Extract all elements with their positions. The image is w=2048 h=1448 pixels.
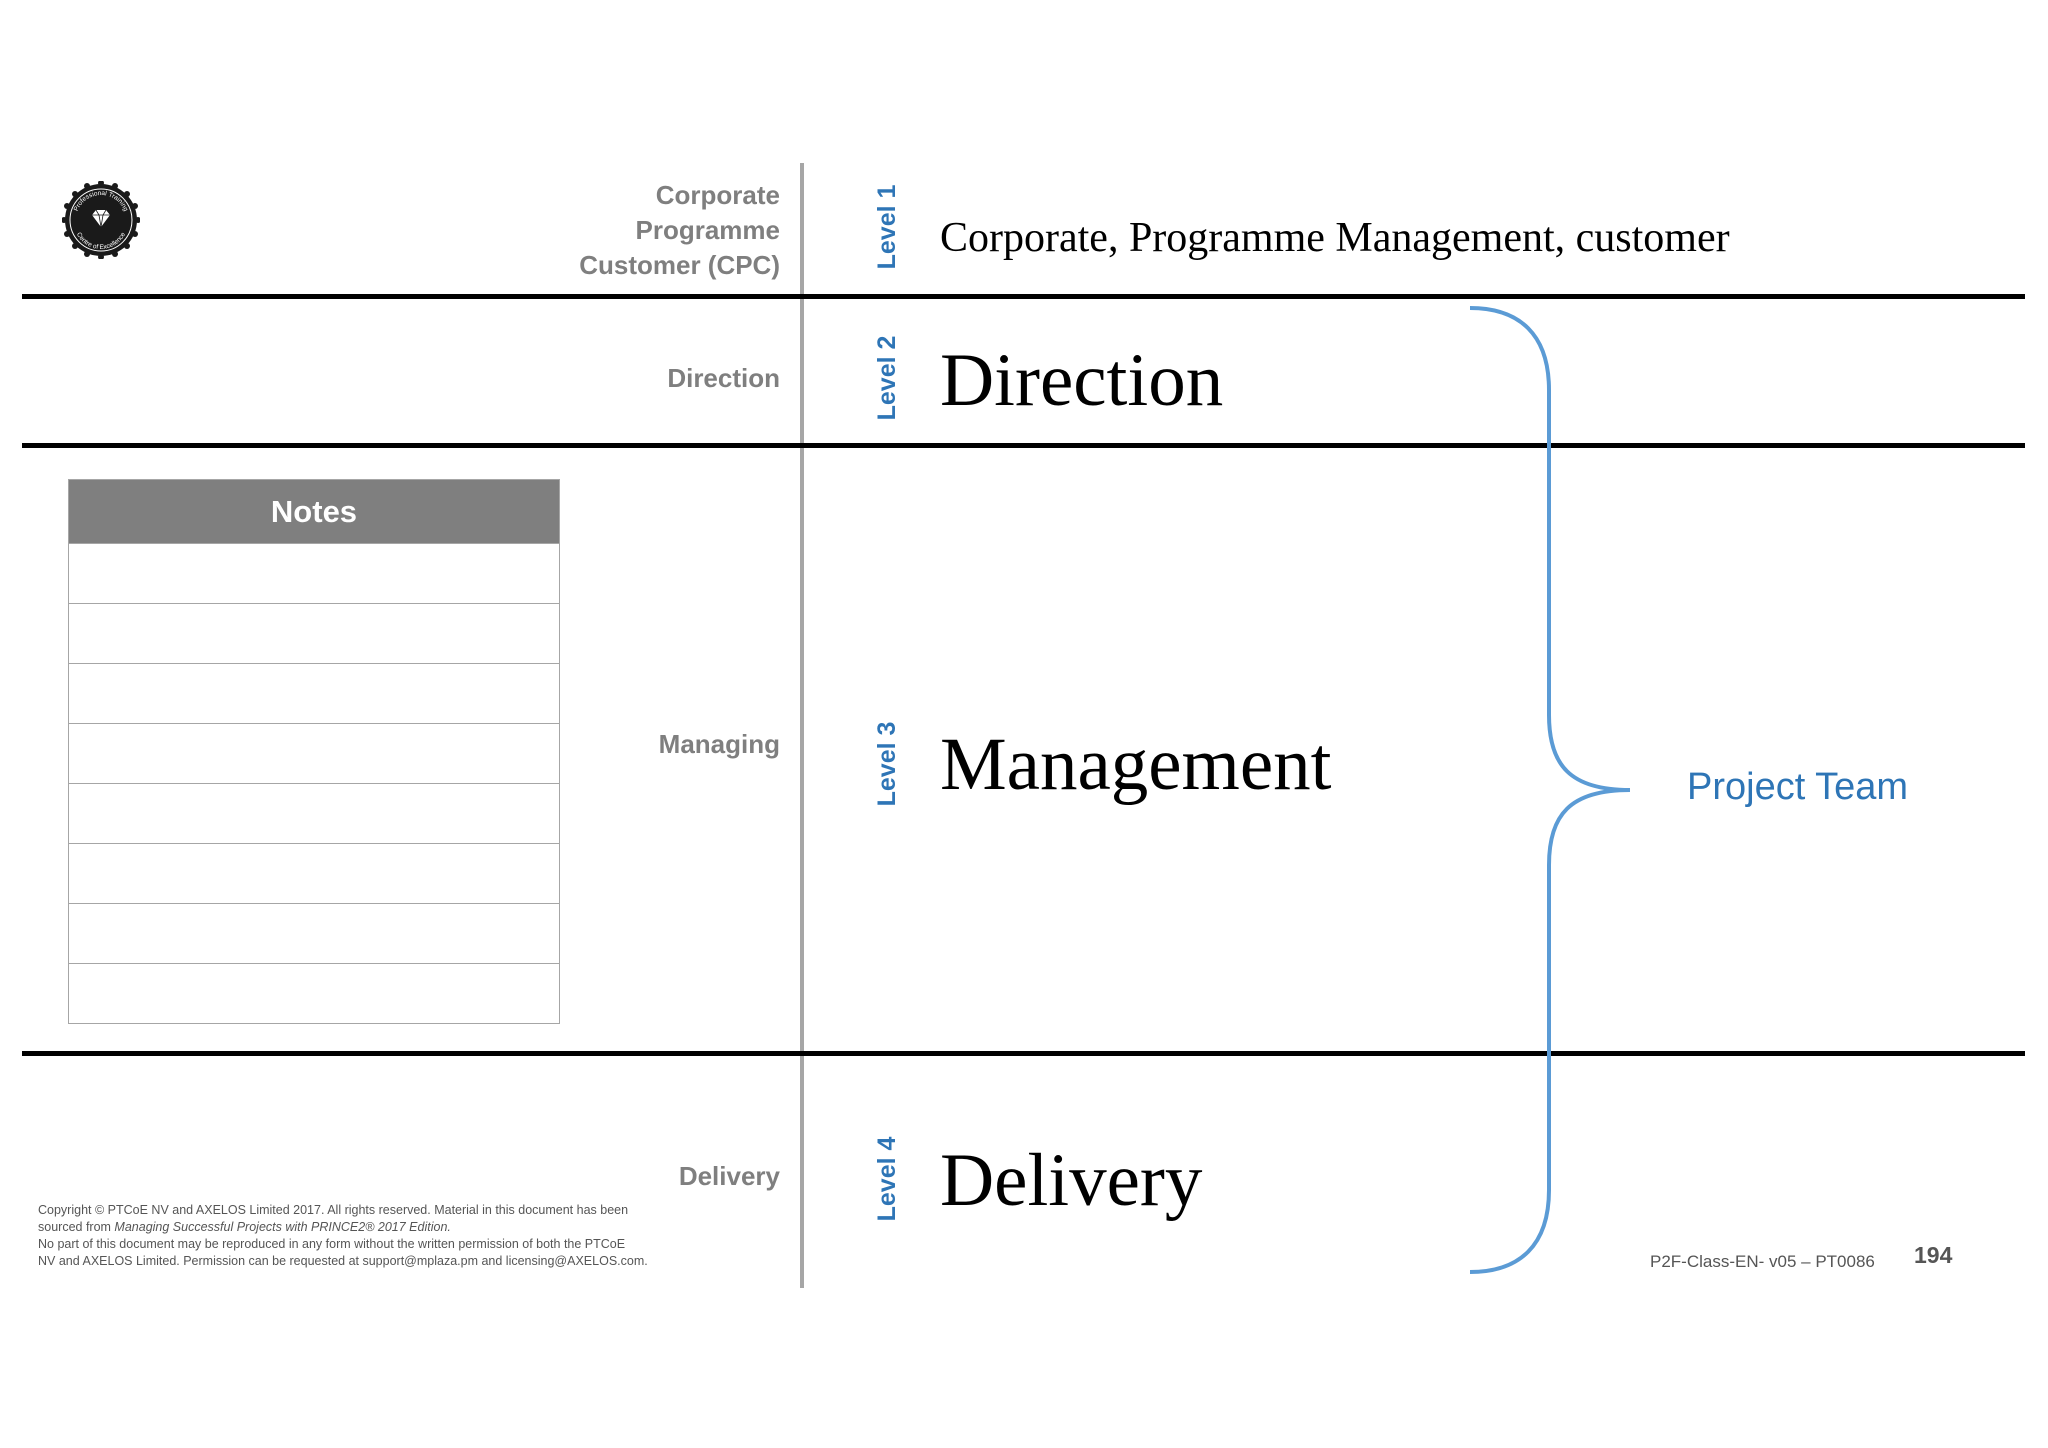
divider-level-1	[22, 294, 2025, 299]
delivery-label: Delivery	[678, 1161, 780, 1191]
project-team-label: Project Team	[1687, 766, 1909, 808]
notes-line[interactable]	[69, 663, 559, 723]
cpc-label-line-3: Customer (CPC)	[579, 250, 780, 280]
level-1-label: Level 1	[873, 184, 901, 270]
notes-line[interactable]	[69, 543, 559, 603]
divider-level-3	[22, 1051, 2025, 1056]
badge-icon: Professional Training Centre of Excellen…	[61, 180, 141, 260]
page-number: 194	[1914, 1242, 1953, 1268]
copyright-line-4: NV and AXELOS Limited. Permission can be…	[38, 1254, 648, 1268]
level-3-label: Level 3	[873, 721, 901, 807]
cpc-label-line-2: Programme	[635, 215, 781, 245]
level-2-text: Direction	[940, 339, 1224, 422]
level-1-text: Corporate, Programme Management, custome…	[940, 215, 1730, 261]
copyright-line-2: sourced from Managing Successful Project…	[38, 1219, 738, 1236]
notes-line[interactable]	[69, 843, 559, 903]
cpc-label: Corporate Programme Customer (CPC)	[579, 178, 780, 283]
notes-line[interactable]	[69, 903, 559, 963]
managing-label: Managing	[658, 729, 780, 759]
project-team-brace	[1469, 306, 1631, 1274]
direction-label: Direction	[667, 363, 780, 393]
copyright-source-title: Managing Successful Projects with PRINCE…	[114, 1220, 451, 1234]
cpc-label-line-1: Corporate	[655, 180, 780, 210]
notes-line[interactable]	[69, 783, 559, 843]
ptcoe-logo: Professional Training Centre of Excellen…	[61, 180, 141, 260]
level-4-text: Delivery	[940, 1139, 1203, 1222]
level-3-text: Management	[940, 723, 1332, 806]
copyright-line-1: Copyright © PTCoE NV and AXELOS Limited …	[38, 1203, 629, 1217]
copyright-notice: Copyright © PTCoE NV and AXELOS Limited …	[38, 1202, 738, 1270]
level-2-label: Level 2	[873, 335, 901, 421]
notes-header: Notes	[69, 480, 559, 543]
copyright-line-3: No part of this document may be reproduc…	[38, 1237, 626, 1251]
diamond-icon	[92, 209, 110, 228]
vertical-divider	[800, 163, 804, 1288]
copyright-line-2-prefix: sourced from	[38, 1220, 115, 1234]
document-code: P2F-Class-EN- v05 – PT0086	[1650, 1252, 1875, 1271]
notes-line[interactable]	[69, 603, 559, 663]
level-4-label: Level 4	[873, 1136, 901, 1222]
notes-panel: Notes	[68, 479, 560, 1024]
divider-level-2	[22, 443, 2025, 448]
notes-line[interactable]	[69, 723, 559, 783]
notes-line[interactable]	[69, 963, 559, 1023]
